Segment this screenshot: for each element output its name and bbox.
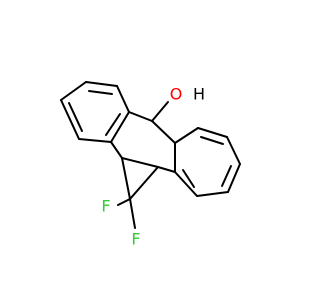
- bond: [85, 81, 118, 87]
- bond: [196, 191, 229, 197]
- bond: [129, 166, 159, 200]
- hydrogen-atom-label: H: [193, 85, 205, 104]
- fluorine-atom-label: F: [131, 230, 140, 249]
- bond: [110, 141, 123, 159]
- oxygen-atom-label: O: [170, 85, 183, 104]
- bond: [151, 120, 176, 144]
- bond: [105, 113, 121, 136]
- bond: [110, 111, 130, 143]
- bond: [221, 165, 232, 187]
- bond: [157, 166, 176, 173]
- bond: [174, 171, 198, 197]
- bond: [121, 157, 131, 200]
- bond: [60, 81, 87, 101]
- atom-labels: O H F F: [101, 85, 205, 249]
- bond: [88, 90, 113, 95]
- bond: [151, 101, 169, 122]
- bond: [200, 136, 224, 145]
- bond: [117, 198, 131, 206]
- bond: [78, 138, 112, 143]
- bond: [174, 127, 199, 144]
- bond: [121, 157, 159, 168]
- bond: [116, 85, 130, 113]
- bond: [197, 127, 228, 138]
- bond: [60, 99, 80, 140]
- fluorine-atom-label: F: [101, 197, 110, 216]
- bond: [227, 163, 241, 193]
- bond: [68, 102, 83, 132]
- bond: [182, 169, 195, 188]
- molecule-structure: O H F F: [60, 81, 241, 249]
- bond-set: [60, 81, 241, 229]
- bond: [129, 198, 136, 229]
- bond: [226, 136, 241, 165]
- bond: [128, 111, 153, 122]
